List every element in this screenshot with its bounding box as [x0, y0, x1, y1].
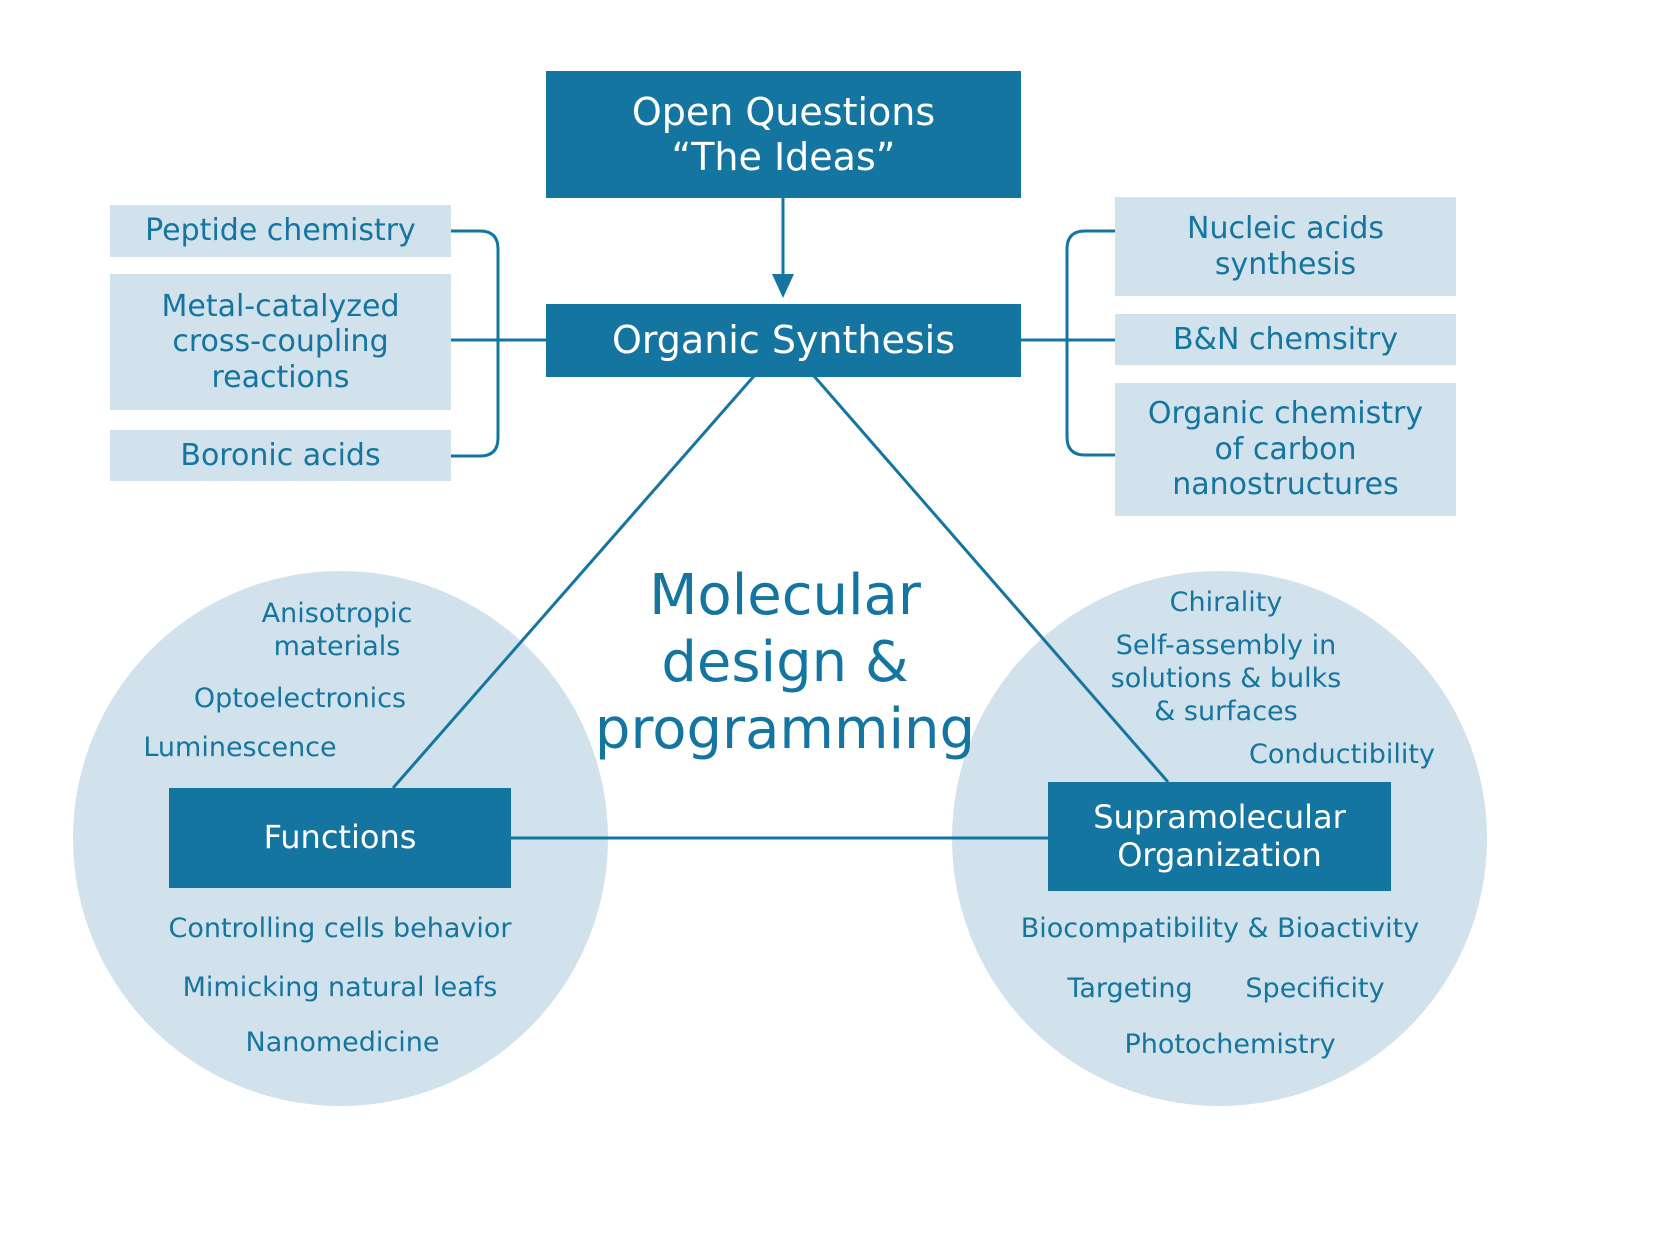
topic-label-line: of carbon [1214, 431, 1357, 467]
label-line: Optoelectronics [193, 683, 407, 714]
label-line: Luminescence [143, 732, 337, 763]
functions-label: Functions [263, 818, 417, 857]
label-line: Mimicking natural leafs [182, 972, 498, 1003]
center-title-line: programming [594, 697, 976, 763]
topic-label: Boronic acids [180, 437, 381, 473]
topic-nucleic-acids: Nucleic acids synthesis [1115, 197, 1456, 296]
topic-label-line: Nucleic acids [1187, 211, 1384, 247]
left-bracket [451, 229, 500, 458]
organic-synthesis-label: Organic Synthesis [611, 318, 956, 363]
label-line: & surfaces [1154, 695, 1298, 727]
label-line: Photochemistry [1124, 1029, 1336, 1060]
organic-synthesis-box: Organic Synthesis [546, 304, 1021, 377]
topic-bn-chemistry: B&N chemsitry [1115, 314, 1456, 365]
label-line: Biocompatibility & Bioactivity [1020, 913, 1420, 944]
functions-box: Functions [169, 788, 511, 888]
label-optoelectronics: Optoelectronics [180, 683, 420, 716]
topic-label: Peptide chemistry [145, 213, 416, 249]
arrow-down-icon [772, 274, 794, 298]
right-bracket [1065, 229, 1115, 457]
open-questions-line-1: Open Questions [631, 89, 936, 134]
label-mimicking-leafs: Mimicking natural leafs [140, 972, 540, 1005]
label-anisotropic-materials: Anisotropic materials [237, 598, 437, 664]
open-questions-line-2: “The Ideas” [671, 134, 896, 179]
topic-peptide-chemistry: Peptide chemistry [110, 205, 451, 257]
label-photochemistry: Photochemistry [1100, 1029, 1360, 1062]
label-line: Controlling cells behavior [168, 913, 512, 944]
topic-label-line: Metal-catalyzed [161, 288, 400, 324]
center-title-line: design & [661, 630, 909, 696]
label-line: Anisotropic [261, 598, 413, 629]
label-line: Self-assembly in [1115, 630, 1337, 661]
center-title-line: Molecular [649, 563, 921, 628]
molecular-design-title: Molecular design & programming [585, 562, 985, 764]
label-line: Conductibility [1249, 739, 1435, 770]
topic-metal-catalyzed: Metal-catalyzed cross-coupling reactions [110, 274, 451, 410]
label-line: Chirality [1169, 587, 1283, 618]
supramolecular-label-line: Organization [1117, 835, 1322, 874]
label-line: Nanomedicine [245, 1027, 440, 1058]
label-self-assembly: Self-assembly in solutions & bulks & sur… [1086, 630, 1366, 729]
label-line: solutions & bulks [1110, 662, 1342, 694]
label-controlling-cells: Controlling cells behavior [140, 913, 540, 946]
topic-label-line: nanostructures [1172, 467, 1399, 503]
triangle-left-edge [391, 375, 756, 789]
topic-label-line: synthesis [1214, 246, 1357, 282]
supramolecular-box: Supramolecular Organization [1048, 782, 1391, 891]
topic-label-line: Organic chemistry [1147, 396, 1424, 432]
label-nanomedicine: Nanomedicine [140, 1027, 545, 1060]
topic-label-line: cross-coupling [172, 324, 389, 360]
topic-carbon-nanostructures: Organic chemistry of carbon nanostructur… [1115, 383, 1456, 516]
label-line: Specificity [1245, 973, 1385, 1004]
supramolecular-label-line: Supramolecular [1093, 797, 1346, 836]
topic-label: B&N chemsitry [1173, 321, 1398, 357]
label-line: materials [273, 630, 401, 662]
label-biocompatibility: Biocompatibility & Bioactivity [1000, 913, 1440, 946]
topic-label-line: reactions [211, 359, 350, 395]
topic-boronic-acids: Boronic acids [110, 430, 451, 481]
label-luminescence: Luminescence [130, 732, 350, 765]
label-chirality: Chirality [1126, 587, 1326, 620]
label-conductibility: Conductibility [1232, 739, 1452, 772]
label-targeting: Targeting [1050, 973, 1210, 1006]
label-line: Targeting [1067, 973, 1193, 1004]
label-specificity: Specificity [1230, 973, 1400, 1006]
open-questions-box: Open Questions “The Ideas” [546, 71, 1021, 198]
triangle-right-edge [812, 375, 1170, 783]
